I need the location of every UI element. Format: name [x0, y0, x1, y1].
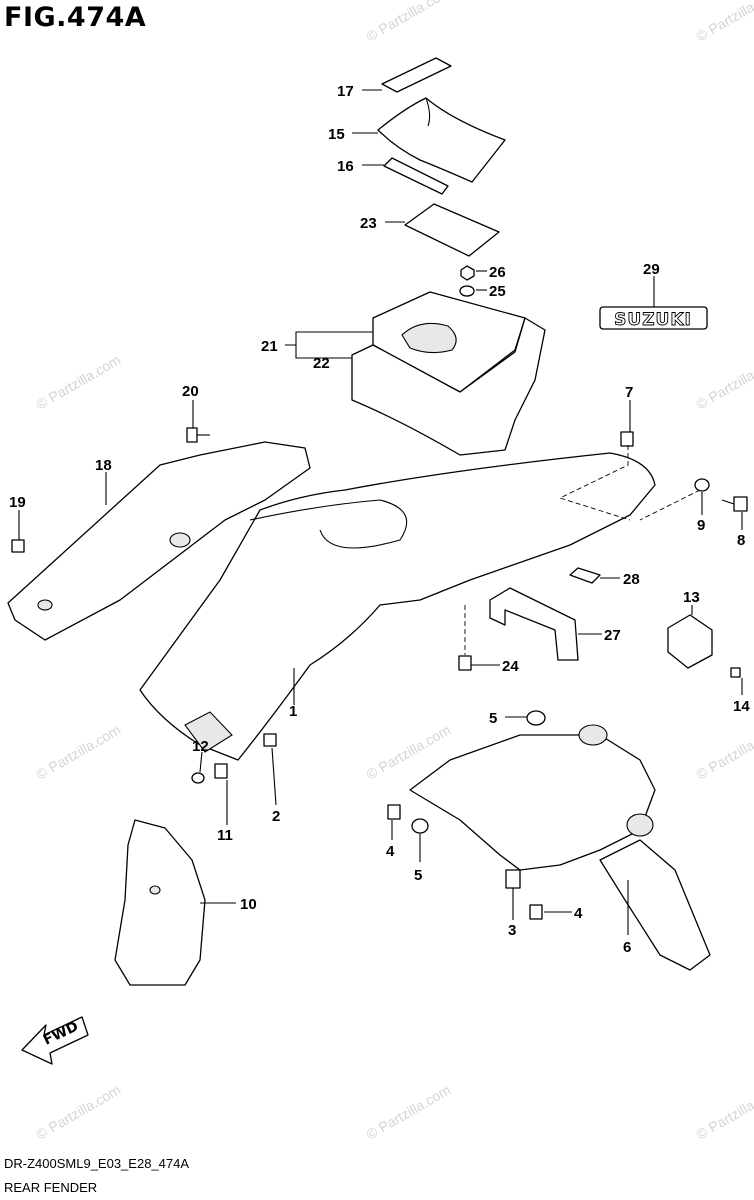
callout-27: 27 [604, 627, 621, 644]
part-2-bolt [263, 733, 277, 747]
callout-4: 4 [386, 843, 395, 860]
callout-3: 3 [508, 922, 516, 939]
part-5-grommet [526, 710, 546, 726]
part-20-bolt [186, 427, 210, 443]
part-16-tool-tube [383, 157, 449, 195]
part-9-washer [694, 478, 710, 492]
callout-23: 23 [360, 215, 377, 232]
part-14-screw [730, 667, 741, 678]
callout-9: 9 [697, 517, 705, 534]
part-1-rear-fender [139, 452, 656, 761]
watermark: © Partzilla.com [694, 352, 754, 413]
watermark: © Partzilla.com [694, 1082, 754, 1143]
part-19-bolt [11, 539, 25, 553]
callout-15: 15 [328, 126, 345, 143]
part-29-emblem: SUZUKI [599, 306, 708, 330]
part-7-clip [620, 431, 634, 447]
callout-12: 12 [192, 738, 209, 755]
part-10-mud-flap [114, 819, 206, 986]
callout-7: 7 [625, 384, 633, 401]
callout-21: 21 [261, 338, 278, 355]
part-17-strap [381, 57, 452, 93]
part-12-washer [191, 772, 205, 784]
watermark: © Partzilla.com [34, 352, 124, 413]
part-8-bolt [721, 496, 748, 512]
part-11-bolt [214, 763, 228, 779]
callout-6: 6 [623, 939, 631, 956]
part-13-relay [667, 614, 713, 669]
callout-4-lower: 4 [574, 905, 583, 922]
callout-29: 29 [643, 261, 660, 278]
model-code: DR-Z400SML9_E03_E28_474A [4, 1156, 190, 1171]
callout-13: 13 [683, 589, 700, 606]
watermark: © Partzilla.com [364, 1082, 454, 1143]
callout-19: 19 [9, 494, 26, 511]
part-5-grommet-lower [411, 818, 429, 834]
callout-24: 24 [502, 658, 519, 675]
callout-labels: 17 15 16 23 26 25 29 21 22 20 18 19 7 9 … [9, 83, 750, 956]
part-26-nut [460, 265, 475, 281]
watermark: © Partzilla.com [364, 0, 454, 45]
part-18-side-panel [7, 441, 311, 641]
callout-28: 28 [623, 571, 640, 588]
callout-1: 1 [289, 703, 297, 720]
callout-5-lower: 5 [414, 867, 422, 884]
callout-17: 17 [337, 83, 354, 100]
assembly-line [639, 489, 701, 521]
part-27-handle [489, 587, 579, 661]
watermark: © Partzilla.com [694, 722, 754, 783]
part-6-plate-bracket [599, 839, 711, 971]
part-22-cover [351, 317, 546, 456]
callout-11: 11 [217, 827, 233, 844]
part-3-clip [505, 869, 521, 889]
watermark: © Partzilla.com [694, 0, 754, 45]
callout-10: 10 [240, 896, 257, 913]
part-25-washer [459, 285, 475, 297]
callout-14: 14 [733, 698, 750, 715]
part-rear-bracket [409, 724, 656, 871]
emblem-text: SUZUKI [614, 310, 692, 330]
assembly-line [558, 445, 631, 521]
part-4-bolt [387, 804, 401, 820]
callout-5: 5 [489, 710, 497, 727]
callout-2: 2 [272, 808, 280, 825]
part-4-bolt-lower [529, 904, 543, 920]
fwd-arrow: FWD [21, 1016, 89, 1065]
callout-20: 20 [182, 383, 199, 400]
callout-22: 22 [313, 355, 330, 372]
callout-25: 25 [489, 283, 506, 300]
watermark: © Partzilla.com [34, 722, 124, 783]
callout-18: 18 [95, 457, 112, 474]
figure-title: FIG.474A [4, 2, 147, 33]
callout-16: 16 [337, 158, 354, 175]
part-24-bolt [458, 605, 472, 671]
leader-lines [18, 89, 743, 935]
callout-8: 8 [737, 532, 745, 549]
part-15-tool-bag [377, 97, 506, 183]
figure-name: REAR FENDER [4, 1180, 98, 1195]
part-23-plate [404, 203, 500, 257]
watermark: © Partzilla.com [34, 1082, 124, 1143]
part-28-pad [569, 567, 601, 584]
callout-26: 26 [489, 264, 506, 281]
